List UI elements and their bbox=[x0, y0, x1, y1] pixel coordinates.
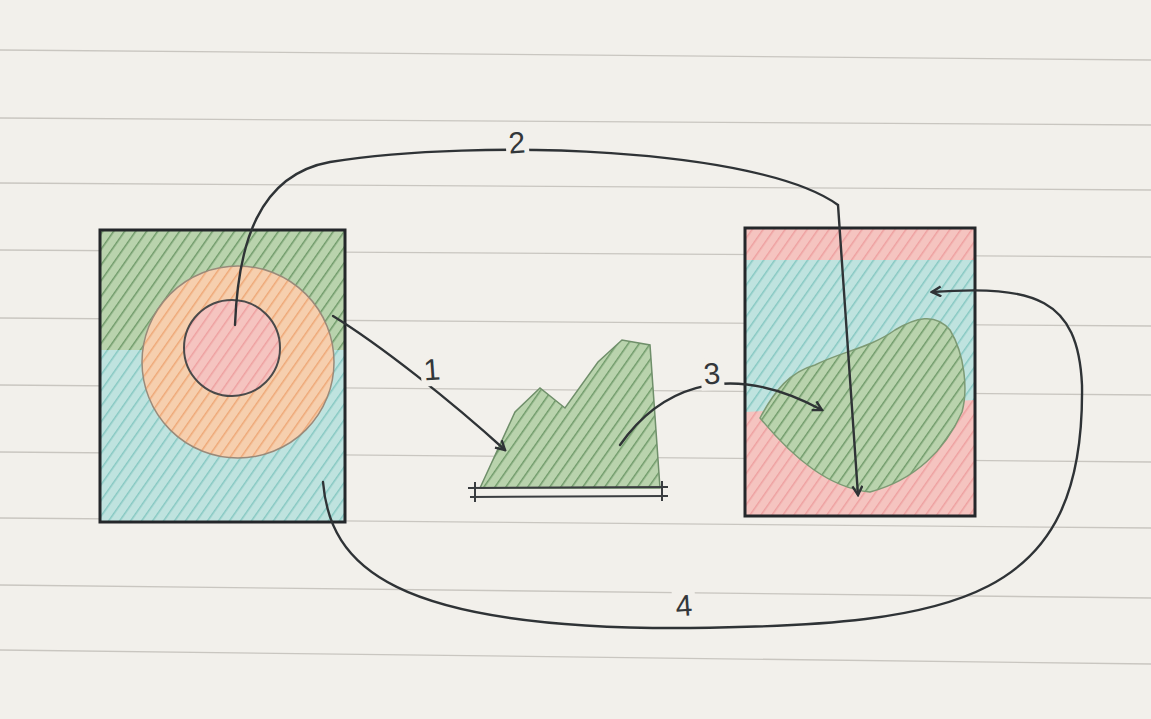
callout-number: 1 bbox=[420, 353, 445, 387]
right-panel bbox=[745, 228, 975, 516]
arrows bbox=[235, 150, 1082, 628]
ruled-lines bbox=[0, 50, 1151, 664]
callout-number: 3 bbox=[700, 357, 725, 391]
callout-number: 4 bbox=[672, 589, 697, 623]
middle-profile bbox=[468, 340, 668, 502]
left-panel bbox=[100, 230, 345, 522]
callout-number: 2 bbox=[505, 126, 530, 160]
